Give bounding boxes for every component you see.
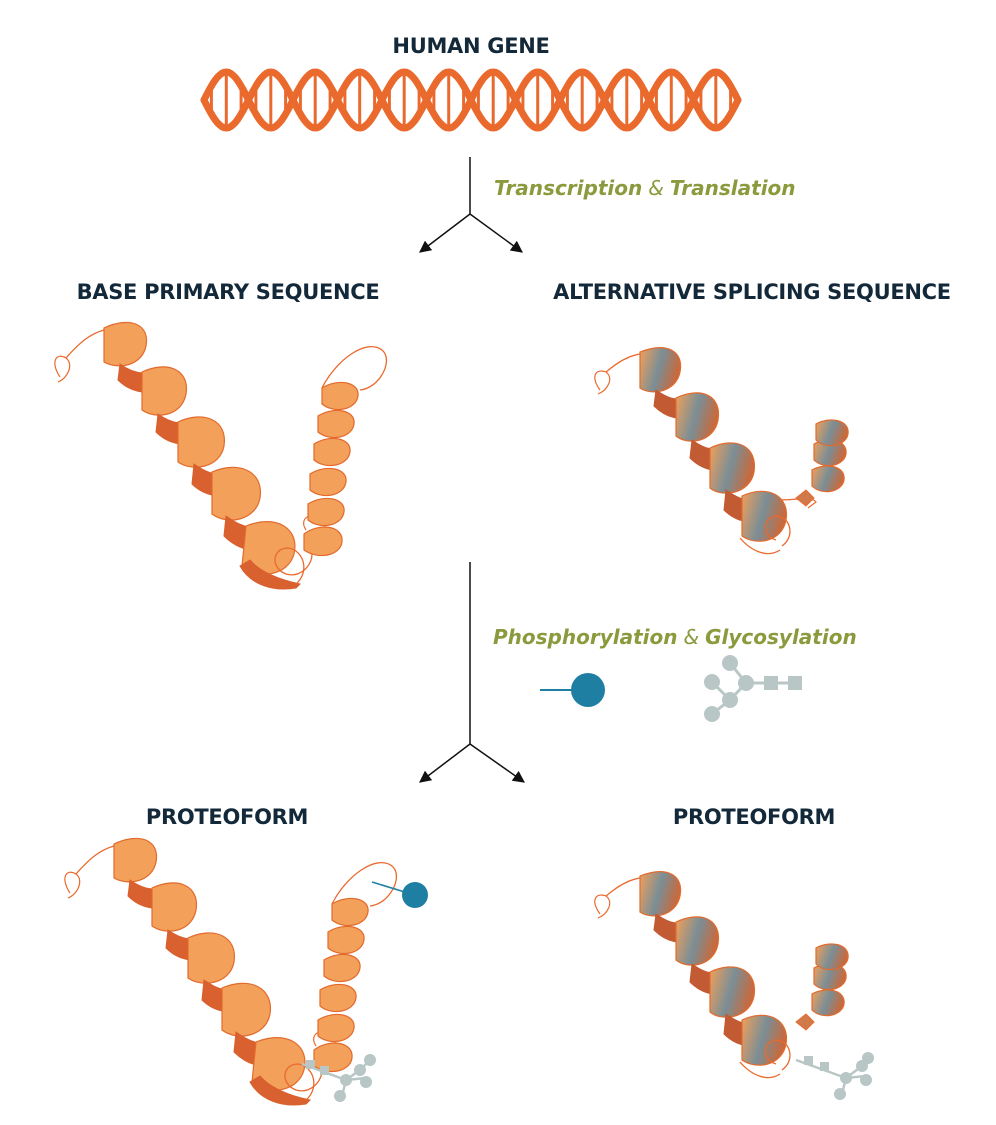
proteoform-right-heading: PROTEOFORM [672,805,836,829]
phosphate-icon [540,673,605,707]
proteoform-right-ribbon-icon [594,871,874,1100]
branch-arrow-2-icon [419,562,525,783]
glycan-icon [704,655,802,722]
branch-arrow-1-icon [419,157,523,253]
base-protein-ribbon-icon [54,321,388,590]
step-translation: Translation [669,176,796,200]
alt-splicing-heading: ALTERNATIVE SPLICING SEQUENCE [553,280,951,304]
proteoform-left-heading: PROTEOFORM [145,805,309,829]
step-glycosylation: Glycosylation [705,625,857,649]
base-sequence-heading: BASE PRIMARY SEQUENCE [76,280,380,304]
step1-ampersand: & [648,176,664,200]
alt-protein-ribbon-icon [594,347,849,555]
step2-ampersand: & [683,625,700,649]
proteoform-left-ribbon-icon [64,837,428,1106]
step-transcription-translation: Transcription&Translation [494,176,796,200]
step-phosphorylation-glycosylation: Phosphorylation&Glycosylation [493,625,857,649]
dna-strand [200,68,742,132]
dna-helix-icon [200,68,742,132]
step-phosphorylation: Phosphorylation [493,625,678,649]
gene-heading: HUMAN GENE [392,34,550,58]
step-transcription: Transcription [494,176,643,200]
